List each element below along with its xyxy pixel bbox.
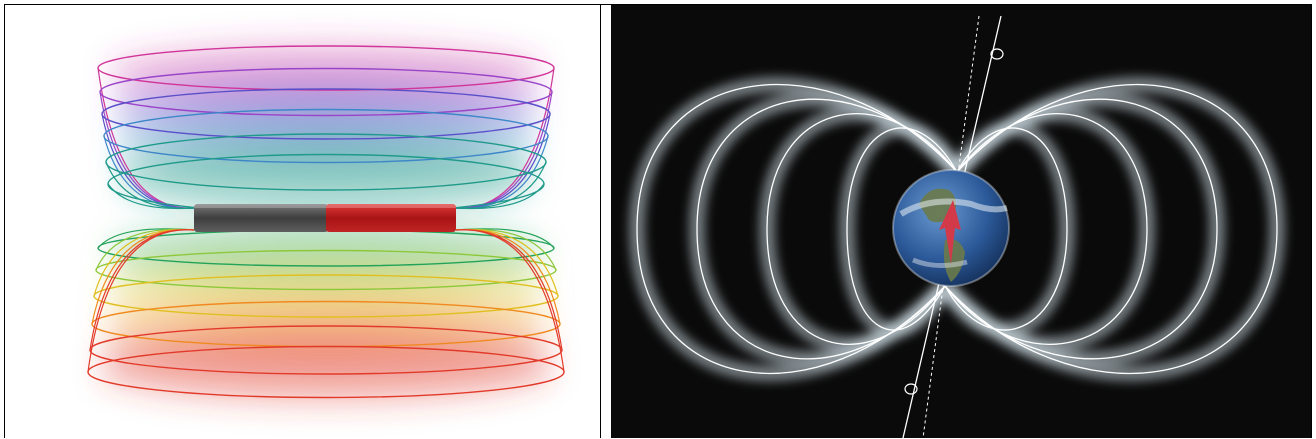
rotation-arrow-bottom-icon <box>904 383 918 395</box>
field-connector-top-left-5 <box>107 183 195 210</box>
figure-table <box>4 4 1312 438</box>
bar-magnet <box>194 204 456 232</box>
field-line-left-1 <box>766 113 958 345</box>
field-connector-bottom-left-5 <box>87 229 195 373</box>
table-border-left <box>4 4 5 438</box>
table-border-middle <box>600 4 601 438</box>
field-glow <box>98 40 554 406</box>
field-line-left-2 <box>696 98 958 360</box>
magnet-south-pole <box>194 204 328 232</box>
magnet-north-pole <box>326 204 456 232</box>
field-line-left-0 <box>846 127 958 331</box>
dipole-magnet-icon <box>939 200 961 264</box>
rotation-arrow-top-icon <box>990 48 1004 60</box>
earth-magnetic-field-illustration <box>601 4 1312 438</box>
field-line-left-3 <box>636 83 958 375</box>
table-border-right <box>1311 4 1312 438</box>
earth-atmosphere <box>892 169 1010 287</box>
earth-field-svg <box>611 5 1311 438</box>
field-glow-top-5 <box>118 148 534 220</box>
field-lines <box>636 83 1278 375</box>
field-loops <box>87 45 565 399</box>
bar-magnet-svg <box>87 40 565 406</box>
field-line-right-2 <box>944 98 1218 360</box>
field-connector-bottom-right-5 <box>455 229 565 373</box>
field-connector-top-right-5 <box>455 183 545 210</box>
bar-magnet-illustration <box>4 4 600 438</box>
field-glow-bottom-5 <box>98 338 554 406</box>
earth-clouds-south <box>912 257 968 268</box>
earth-clouds <box>899 198 1008 217</box>
table-border-top <box>4 4 1312 5</box>
earth-globe <box>892 169 1010 287</box>
magnet-highlight <box>194 204 456 208</box>
field-line-right-1 <box>944 113 1148 345</box>
field-line-right-3 <box>944 83 1278 375</box>
